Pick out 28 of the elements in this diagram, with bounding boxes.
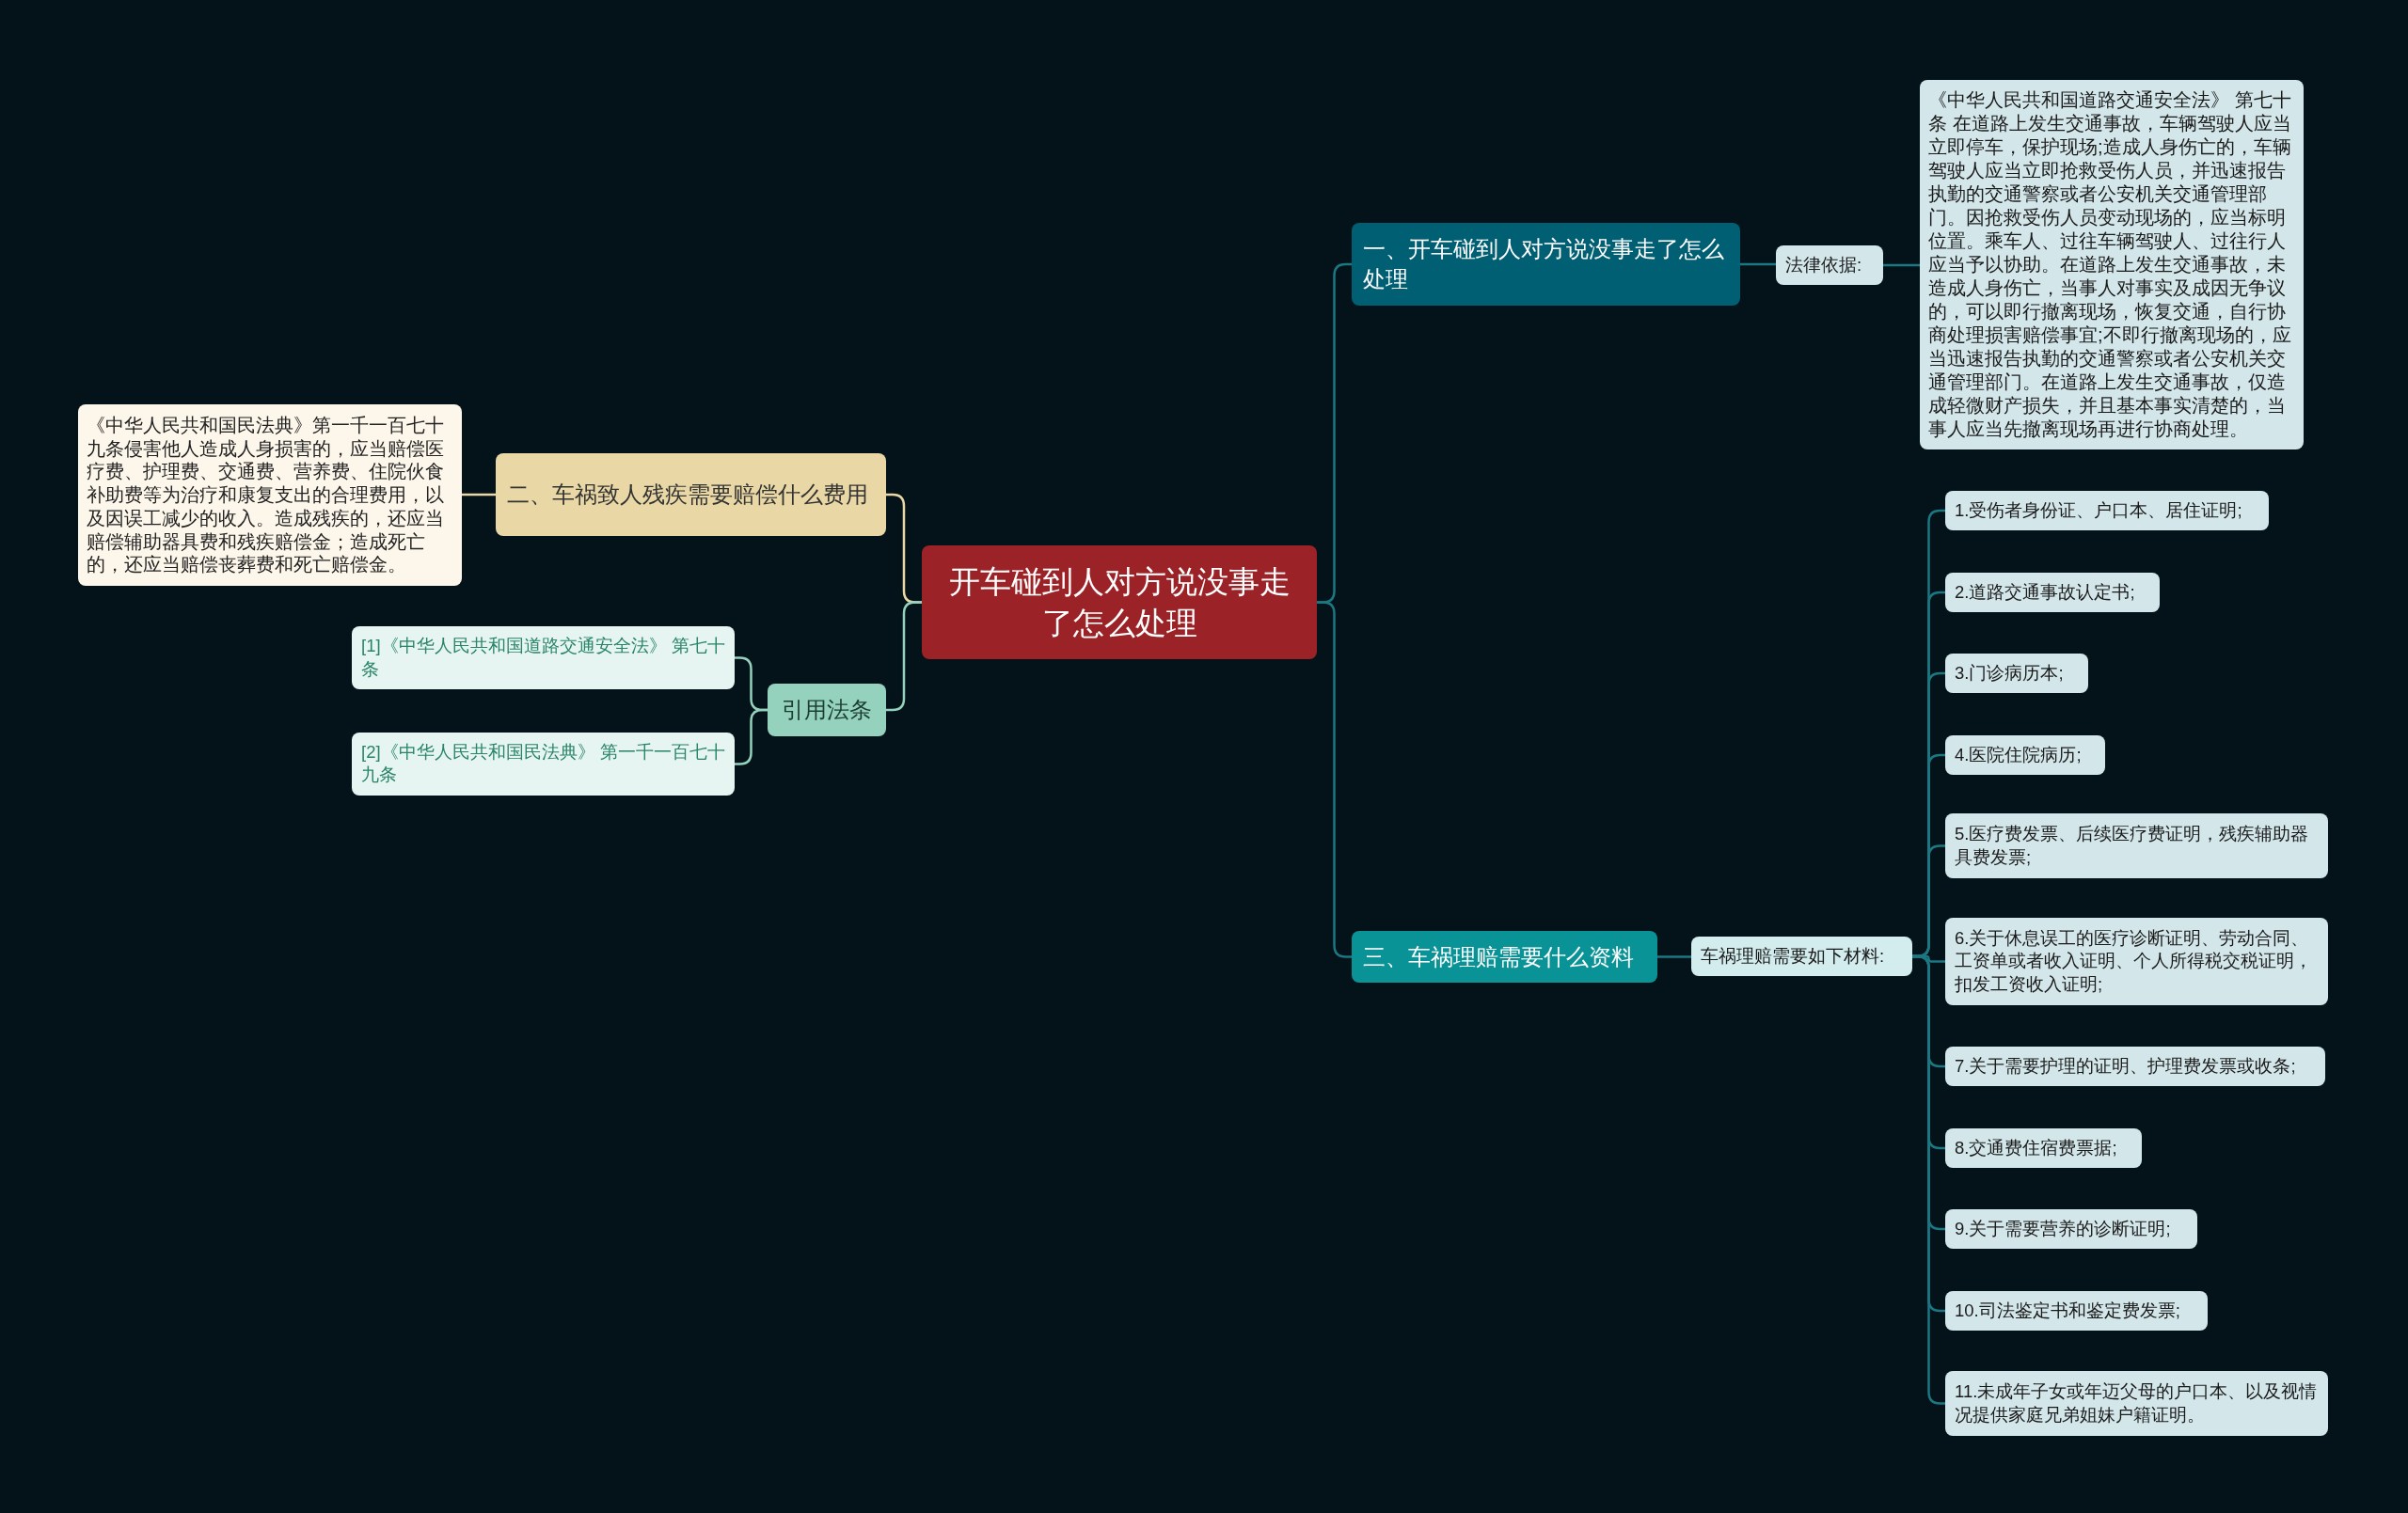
text-card: 2.道路交通事故认定书; [1945,573,2160,613]
connector-line [1657,955,1691,958]
citation-card: [2]《中华人民共和国民法典》 第一千一百七十九条 [352,733,735,796]
citation-card: [1]《中华人民共和国道路交通安全法》 第七十条 [352,626,735,689]
topic-box: 引用法条 [768,684,886,736]
connector-line [886,601,922,712]
topic-box: 三、车祸理赔需要什么资料 [1352,931,1657,983]
text-card: 6.关于休息误工的医疗诊断证明、劳动合同、工资单或者收入证明、个人所得税交税证明，扣发工资收入证明; [1945,918,2328,1005]
text-card: 法律依据: [1776,245,1883,286]
text-card: 1.受伤者身份证、户口本、居住证明; [1945,491,2269,531]
text-card: 9.关于需要营养的诊断证明; [1945,1209,2197,1250]
text-card: 8.交通费住宿费票据; [1945,1128,2142,1169]
topic-box: 二、车祸致人残疾需要赔偿什么费用 [496,453,886,536]
text-card: 10.司法鉴定书和鉴定费发票; [1945,1291,2208,1332]
text-card: 11.未成年子女或年迈父母的户口本、以及视情况提供家庭兄弟姐妹户籍证明。 [1945,1371,2328,1436]
connector-line [462,493,496,496]
text-card: 5.医疗费发票、后续医疗费证明，残疾辅助器具费发票; [1945,813,2328,878]
central-topic-box: 开车碰到人对方说没事走了怎么处理 [922,545,1317,659]
text-card: 《中华人民共和国民法典》第一千一百七十九条侵害他人造成人身损害的，应当赔偿医疗费、护理费、交通费、营养费、住院伙食补助费等为治疗和康复支出的合理费用，以及因误工减少的收入。造成残疾的，还应当赔偿辅助器具费和残疾赔偿金；造成死亡的，还应当赔偿丧葬费和死亡赔偿金。 [78,404,462,586]
text-card: 车祸理赔需要如下材料: [1691,937,1912,977]
connector-line [1317,601,1352,958]
text-card: 4.医院住院病历; [1945,735,2105,776]
text-card: 《中华人民共和国道路交通安全法》 第七十条 在道路上发生交通事故，车辆驾驶人应当立即停车，保护现场;造成人身伤亡的，车辆驾驶人应当立即抢救受伤人员，并迅速报告执勤的交通警察或者公安机关交通管理部门。因抢救受伤人员变动现场的，应当标明位置。乘车人、过往车辆驾驶人、过往行人应当予以协助。在道路上发生交通事故，未造成人身伤亡，当事人对事实及成因无争议的，可以即行撤离现场，恢复交通，自行协商处理损害赔偿事宜;不即行撤离现场的，应当迅速报告执勤的交通警察或者公安机关交通管理部门。在道路上发生交通事故，仅造成轻微财产损失，并且基本事实清楚的，当事人应当先撤离现场再进行协商处理。 [1920,80,2304,449]
text-card: 3.门诊病历本; [1945,654,2088,694]
topic-box: 一、开车碰到人对方说没事走了怎么处理 [1352,223,1740,306]
text-card: 7.关于需要护理的证明、护理费发票或收条; [1945,1047,2325,1087]
connector-line [1740,262,1776,266]
connector-line [1883,263,1920,267]
